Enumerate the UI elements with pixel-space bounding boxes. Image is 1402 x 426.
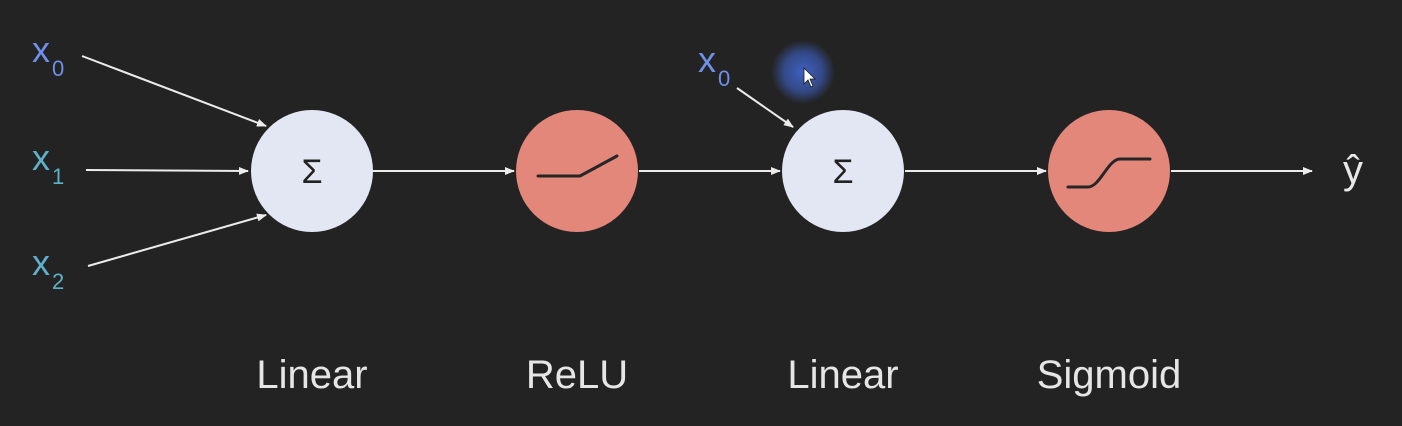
- x0-second-subscript: 0: [718, 66, 731, 91]
- layer-label-linear-1: Linear: [256, 353, 368, 397]
- sum-symbol-1: Σ: [301, 153, 323, 191]
- x0-base: x: [32, 29, 50, 70]
- input-x0-second-label: x0: [698, 42, 730, 90]
- x2-subscript: 2: [52, 269, 65, 294]
- layer-label-relu: ReLU: [525, 353, 629, 397]
- relu-curve-icon: [536, 154, 619, 178]
- layer-label-linear-2: Linear: [787, 353, 899, 397]
- cursor-glow: [771, 40, 835, 104]
- x2-base: x: [32, 242, 50, 283]
- output-y-hat: ŷ: [1343, 148, 1363, 192]
- layer-label-sigmoid: Sigmoid: [1036, 353, 1182, 397]
- sum-node-2: [782, 110, 904, 232]
- x1-base: x: [32, 137, 50, 178]
- sigmoid-curve-icon: [1066, 157, 1152, 189]
- input-x0-label: x0: [32, 32, 64, 80]
- input-x1-label: x1: [32, 140, 64, 188]
- sum-node-1: [251, 110, 373, 232]
- x1-subscript: 1: [52, 164, 65, 189]
- x0-subscript: 0: [52, 56, 65, 81]
- arrow-x2-to-sum1: [87, 213, 267, 267]
- relu-node: [516, 110, 638, 232]
- x0-second-base: x: [698, 39, 716, 80]
- arrow-x0-to-sum2: [736, 87, 794, 128]
- sigmoid-node: [1048, 110, 1170, 232]
- sum-symbol-2: Σ: [832, 153, 854, 191]
- input-x2-label: x2: [32, 245, 64, 293]
- arrow-x1-to-sum1: [85, 166, 249, 175]
- arrow-x0-to-sum1: [81, 55, 267, 127]
- cursor-icon: [803, 67, 816, 88]
